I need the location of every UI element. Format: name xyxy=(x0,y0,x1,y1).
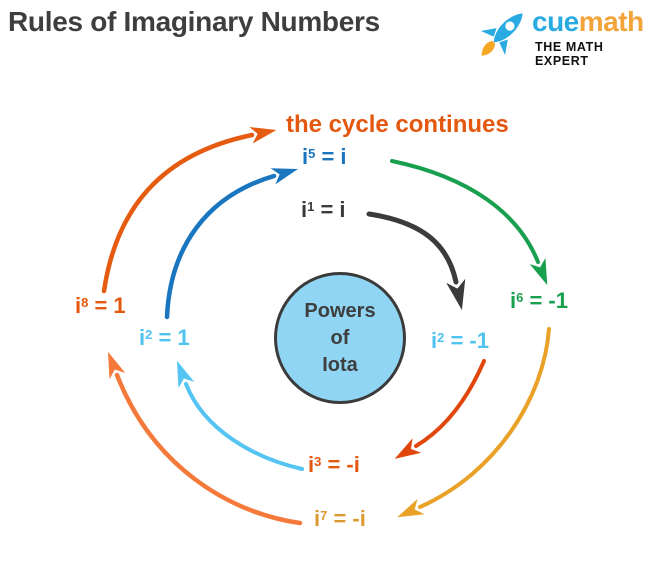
label-i5-equals-i: i5 = i xyxy=(302,144,347,169)
circle-line3: Iota xyxy=(322,353,358,376)
cycle-continues-note: the cycle continues xyxy=(286,111,509,138)
circle-line1: Powers xyxy=(304,299,376,322)
arrow-i7-to-i8 xyxy=(107,351,303,526)
powers-of-iota-circle: Powers of Iota xyxy=(274,272,406,404)
label-i7-equals-negi: i7 = -i xyxy=(314,506,366,531)
arrow-i8-to-cycle xyxy=(101,126,277,294)
brand-math: math xyxy=(578,6,644,37)
arrow-i3-to-i2pos xyxy=(176,360,304,471)
arrow-i2neg-to-i3 xyxy=(394,359,486,459)
brand-cue: cue xyxy=(532,6,579,37)
arrow-i1-to-i2neg xyxy=(366,211,466,311)
brand-wordmark: cuemath xyxy=(532,6,644,38)
page-title: Rules of Imaginary Numbers xyxy=(8,6,380,37)
label-i1-equals-i: i1 = i xyxy=(301,197,346,222)
label-i2-equals-neg1: i2 = -1 xyxy=(431,328,489,353)
arrow-i6-to-i7 xyxy=(397,327,551,518)
cuemath-logo: cuemath THE MATH EXPERT xyxy=(476,2,652,68)
label-i8-equals-1: i8 = 1 xyxy=(75,293,126,318)
arrow-i5-to-i6 xyxy=(390,159,548,286)
label-i3-equals-negi: i3 = -i xyxy=(308,452,360,477)
rocket-icon xyxy=(480,13,523,56)
arrow-i2pos-to-i5 xyxy=(164,168,298,320)
brand-tagline: THE MATH EXPERT xyxy=(535,40,604,68)
circle-line2: of xyxy=(330,326,350,349)
label-i6-equals-neg1: i6 = -1 xyxy=(510,288,568,313)
label-i2-equals-1: i2 = 1 xyxy=(139,325,190,350)
